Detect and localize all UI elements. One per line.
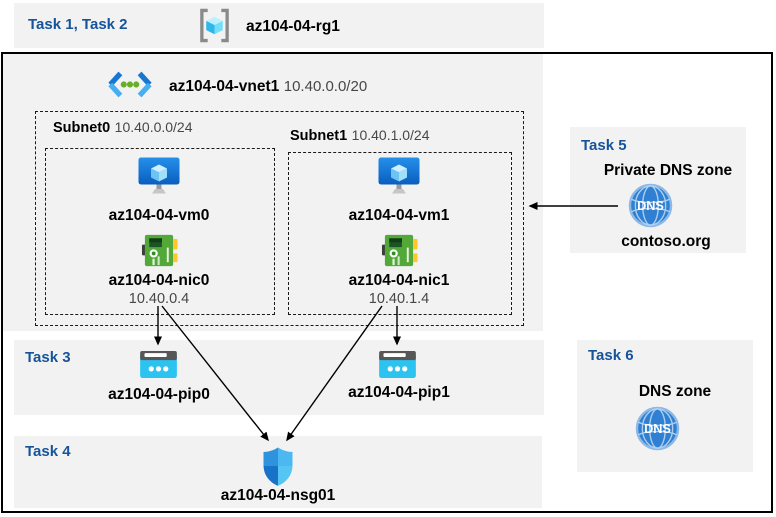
dns-zone-name: contoso.org	[621, 233, 711, 250]
virtual-machine-icon	[137, 156, 181, 196]
pip0-label: az104-04-pip0	[108, 386, 210, 403]
nic1-label: az104-04-nic1	[348, 272, 450, 289]
resource-group-label: az104-04-rg1	[246, 18, 340, 35]
task-3-label: Task 3	[25, 349, 71, 366]
task-5-label: Task 5	[581, 137, 627, 154]
dns-zone-title: DNS zone	[638, 383, 712, 400]
vnet-header: az104-04-vnet1 10.40.0.0/20	[169, 78, 367, 96]
dns-icon-text: DNS	[644, 421, 671, 436]
task-6-label: Task 6	[588, 347, 634, 364]
network-security-group-icon	[260, 446, 296, 487]
subnet1-name: Subnet1	[290, 128, 348, 144]
subnet1-cidr: 10.40.1.0/24	[351, 127, 430, 143]
virtual-machine-icon	[377, 156, 421, 196]
main-border-box	[1, 52, 773, 513]
subnet0-box	[45, 148, 275, 315]
nic0-private-ip: 10.40.0.4	[128, 291, 190, 307]
subnet0-cidr: 10.40.0.0/24	[114, 119, 193, 135]
nsg-label: az104-04-nsg01	[220, 487, 336, 504]
public-ip-icon	[139, 350, 178, 379]
task-3-band: Task 3	[14, 340, 544, 415]
dns-icon-text: DNS	[637, 198, 664, 213]
subnet1-label: Subnet1 10.40.1.0/24	[290, 127, 430, 145]
vnet-panel	[3, 54, 543, 331]
subnet1-box	[288, 152, 512, 315]
network-interface-icon	[381, 232, 418, 269]
task-1-2-band: Task 1, Task 2	[14, 3, 544, 48]
vm1-label: az104-04-vm1	[348, 207, 450, 224]
subnet0-label: Subnet0 10.40.0.0/24	[53, 119, 193, 137]
network-interface-icon	[141, 232, 178, 269]
public-ip-icon	[378, 350, 417, 379]
subnet0-name: Subnet0	[53, 120, 111, 136]
vm0-label: az104-04-vm0	[108, 207, 210, 224]
vnet-name: az104-04-vnet1	[169, 78, 280, 95]
vnet-cidr: 10.40.0.0/20	[283, 78, 368, 95]
dns-icon: DNS	[635, 406, 680, 451]
private-dns-zone-title: Private DNS zone	[603, 162, 733, 179]
task-6-box: Task 6 DNS zone	[577, 340, 753, 472]
task-1-2-label: Task 1, Task 2	[28, 16, 128, 33]
pip1-label: az104-04-pip1	[348, 384, 450, 401]
virtual-network-icon	[106, 69, 154, 100]
address-space-box	[35, 111, 524, 326]
nic1-private-ip: 10.40.1.4	[368, 291, 430, 307]
dns-icon: DNS	[628, 183, 673, 228]
resource-group-icon	[197, 7, 232, 44]
nic0-label: az104-04-nic0	[108, 272, 210, 289]
task-4-label: Task 4	[25, 443, 71, 460]
